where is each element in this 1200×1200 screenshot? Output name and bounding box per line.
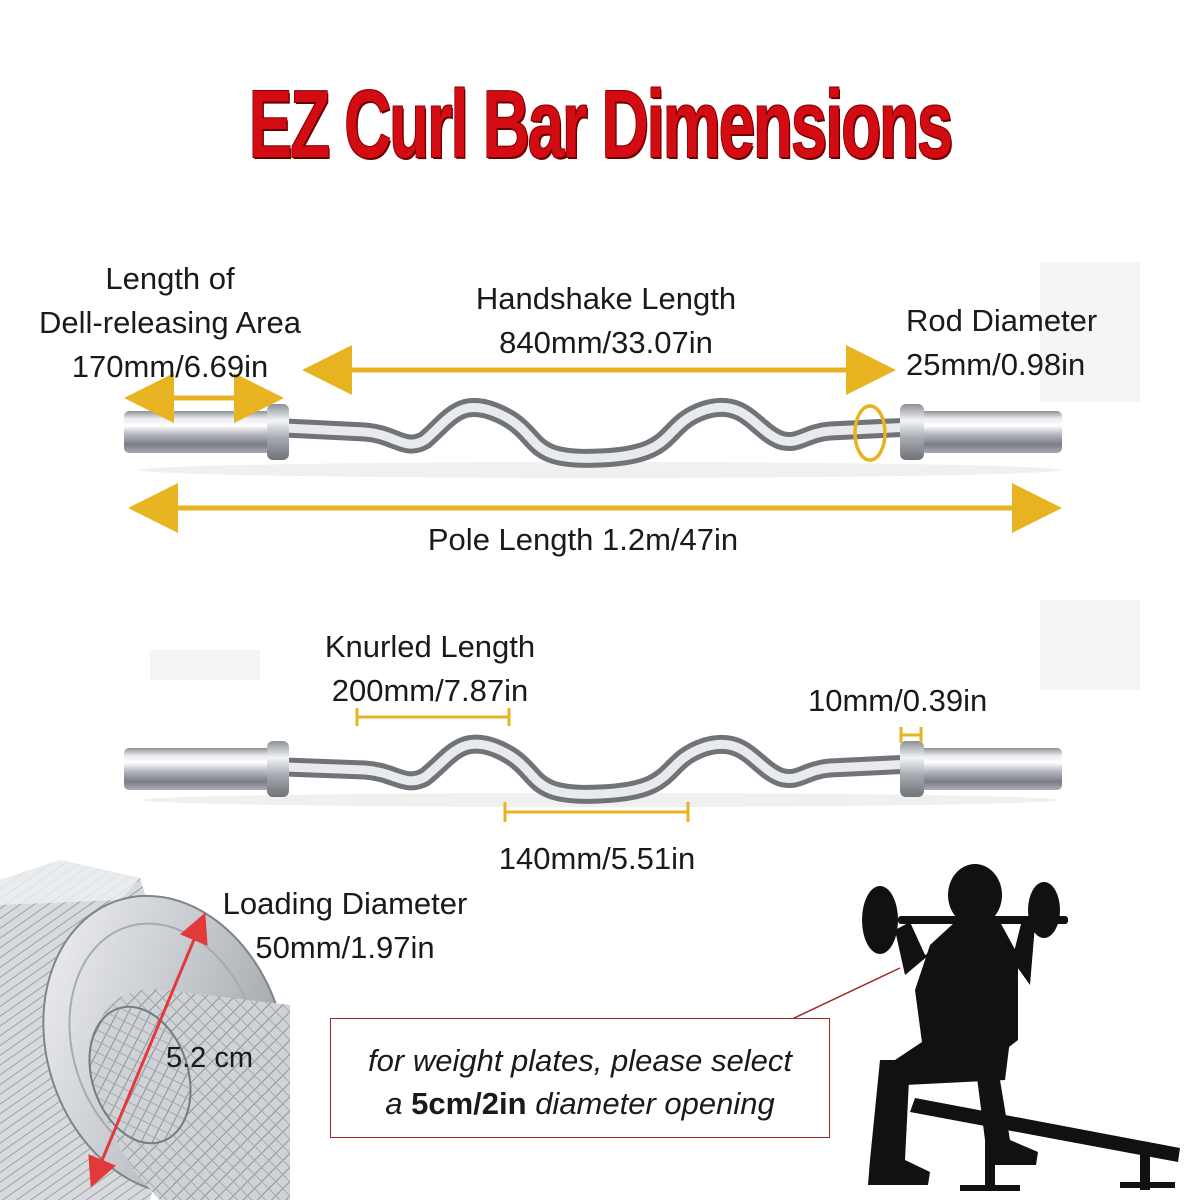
collar-dimension <box>899 727 923 743</box>
knurled-dimension <box>355 708 511 726</box>
collar-label: 10mm/0.39in <box>808 683 988 718</box>
note-prefix: a <box>385 1086 403 1122</box>
bottom-ez-bar <box>124 734 1062 807</box>
note-pointer <box>789 967 901 1021</box>
note-emphasis: 5cm/2in <box>411 1086 527 1122</box>
handshake-title: Handshake Length <box>475 281 737 316</box>
background-shadow <box>150 650 260 680</box>
release-area-value: 170mm/6.69in <box>71 349 269 385</box>
release-area-line2: Dell-releasing Area <box>39 305 301 341</box>
loading-value: 50mm/1.97in <box>255 930 435 966</box>
page-title: EZ Curl Bar Dimensions <box>248 71 953 178</box>
loading-diameter-arrow <box>88 912 208 1188</box>
rod-diameter-title: Rod Diameter <box>906 303 1098 338</box>
rod-diameter-ring <box>853 404 887 462</box>
note-line2: a 5cm/2in diameter opening <box>331 1082 829 1125</box>
middle-label: 140mm/5.51in <box>498 841 696 876</box>
background-shadow <box>1040 600 1140 690</box>
knurled-value: 200mm/7.87in <box>331 673 529 709</box>
note-line1: for weight plates, please select <box>368 1043 792 1078</box>
loading-measure-label: 5.2 cm <box>166 1042 254 1074</box>
person-curl-icon <box>862 864 1180 1191</box>
knurled-title: Knurled Length <box>324 629 536 664</box>
middle-dimension <box>503 802 690 822</box>
release-area-label: Length of Dell-releasing Area 170mm/6.69… <box>39 257 301 389</box>
loading-sleeve-closeup <box>0 860 291 1200</box>
top-ez-bar <box>124 397 1062 478</box>
handshake-label: Handshake Length 840mm/33.07in <box>476 277 736 365</box>
release-area-line1: Length of <box>105 261 235 296</box>
rod-diameter-value: 25mm/0.98in <box>906 347 1086 383</box>
knurled-label: Knurled Length 200mm/7.87in <box>325 625 535 713</box>
rod-diameter-label: Rod Diameter 25mm/0.98in <box>906 299 1097 387</box>
loading-label: Loading Diameter 50mm/1.97in <box>223 882 468 970</box>
handshake-value: 840mm/33.07in <box>499 325 713 361</box>
pole-length-label: Pole Length 1.2m/47in <box>427 522 739 557</box>
background-shadow <box>1040 262 1140 402</box>
loading-title: Loading Diameter <box>222 886 468 921</box>
note-suffix: diameter opening <box>535 1086 775 1122</box>
note-box: for weight plates, please select a 5cm/2… <box>330 1018 830 1138</box>
